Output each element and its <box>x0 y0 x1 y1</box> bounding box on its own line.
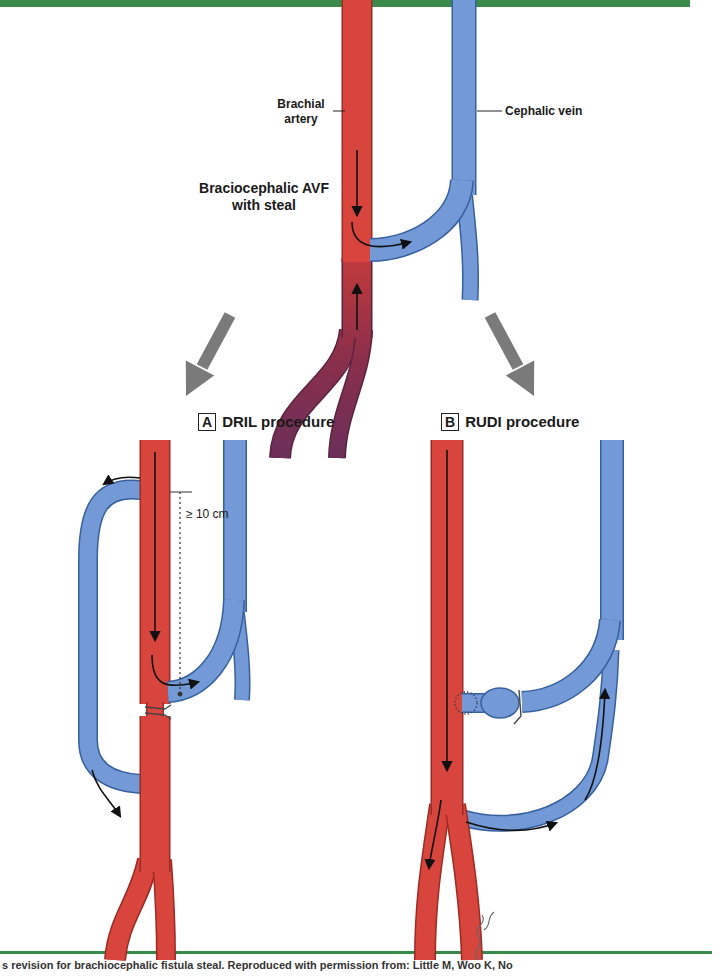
transition-arrow <box>186 315 534 396</box>
flow-arrow <box>92 770 120 816</box>
vessel-label: Cephalic vein <box>505 104 625 119</box>
top-artery <box>280 0 364 458</box>
ligature <box>519 690 521 716</box>
top-artery <box>342 0 373 262</box>
transition-arrow <box>490 315 518 367</box>
dril-artery <box>162 860 166 960</box>
transition-arrow <box>186 361 214 397</box>
procedure-heading: A DRIL procedure <box>198 413 334 431</box>
panel-title: DRIL procedure <box>222 413 334 431</box>
top-artery <box>337 330 364 458</box>
dril-artery <box>141 716 169 872</box>
flow-arrow <box>352 222 410 247</box>
top-artery <box>337 330 364 458</box>
top-vein <box>452 0 477 195</box>
flow-arrow <box>466 822 556 830</box>
rudi-artery <box>425 805 440 960</box>
figure-caption: s revision for brachiocephalic fistula s… <box>2 959 513 971</box>
flow-arrow <box>154 452 156 640</box>
artist-signature <box>476 912 494 960</box>
dril-bypass-vein <box>88 489 141 784</box>
dril-bypass-vein <box>88 489 141 784</box>
rudi-artery <box>432 440 462 815</box>
ligature <box>514 716 521 724</box>
procedure-heading: B RUDI procedure <box>441 413 579 431</box>
flow-arrow <box>104 477 140 484</box>
panel-letter: A <box>198 413 216 431</box>
ligature <box>145 713 165 715</box>
dimension-line <box>170 492 192 493</box>
dril-cephalic-vein <box>223 440 247 612</box>
dimension-line <box>170 492 192 696</box>
rudi-cephalic-vein <box>522 620 610 702</box>
dril-artery <box>140 716 171 872</box>
ligature <box>165 705 171 719</box>
dimension-line <box>178 692 182 696</box>
transition-arrow <box>506 361 534 397</box>
transition-arrow <box>202 315 230 367</box>
rudi-artery <box>431 440 464 815</box>
dril-artery <box>162 860 166 960</box>
rudi-cephalic-vein <box>600 440 624 640</box>
dril-cephalic-vein <box>168 440 243 700</box>
ligature <box>145 707 165 709</box>
artist-signature <box>476 912 494 960</box>
top-vein <box>370 180 462 250</box>
vessel-label: Brachial artery <box>270 97 332 127</box>
dimension-line <box>179 492 180 692</box>
flow-arrow <box>429 450 605 868</box>
flow-arrow <box>446 450 448 770</box>
top-artery <box>343 258 371 338</box>
leader-line <box>477 111 502 112</box>
ligature <box>455 690 521 724</box>
rudi-artery <box>455 805 472 960</box>
dril-artery <box>115 440 166 960</box>
rudi-cephalic-vein <box>462 440 612 718</box>
rudi-artery <box>455 805 472 960</box>
top-vein <box>370 180 462 250</box>
rudi-cephalic-vein <box>481 688 519 718</box>
rudi-cephalic-vein <box>522 620 610 702</box>
flow-arrow <box>356 285 358 330</box>
leader-line <box>333 111 502 112</box>
dimension-label: ≥ 10 cm <box>186 507 256 522</box>
dril-cephalic-vein <box>168 600 234 692</box>
dril-artery <box>141 440 169 704</box>
dril-artery <box>140 440 171 704</box>
flow-arrow <box>352 150 410 330</box>
panel-letter: B <box>441 413 459 431</box>
ligature <box>145 705 171 719</box>
dril-cephalic-vein <box>225 440 246 612</box>
dril-artery <box>146 702 164 718</box>
figure-heading: Braciocephalic AVF with steal <box>184 180 344 214</box>
top-artery <box>343 0 371 262</box>
dril-artery <box>115 860 148 960</box>
frame-rule <box>0 0 712 954</box>
flow-arrow <box>356 150 358 215</box>
dril-artery <box>148 702 163 718</box>
ligature <box>455 692 477 714</box>
flow-arrow <box>92 452 198 816</box>
top-artery <box>342 258 373 338</box>
dril-artery <box>115 860 148 960</box>
flow-arrow <box>585 690 605 800</box>
leader-line <box>333 111 345 112</box>
flow-arrow <box>429 800 441 868</box>
top-vein <box>370 0 471 300</box>
dril-cephalic-vein <box>168 600 234 692</box>
rudi-artery <box>425 805 440 960</box>
flow-arrow <box>152 655 198 685</box>
top-vein <box>453 0 475 195</box>
dril-bypass-vein <box>88 489 141 784</box>
panel-title: RUDI procedure <box>465 413 579 431</box>
rudi-cephalic-vein <box>602 440 623 640</box>
